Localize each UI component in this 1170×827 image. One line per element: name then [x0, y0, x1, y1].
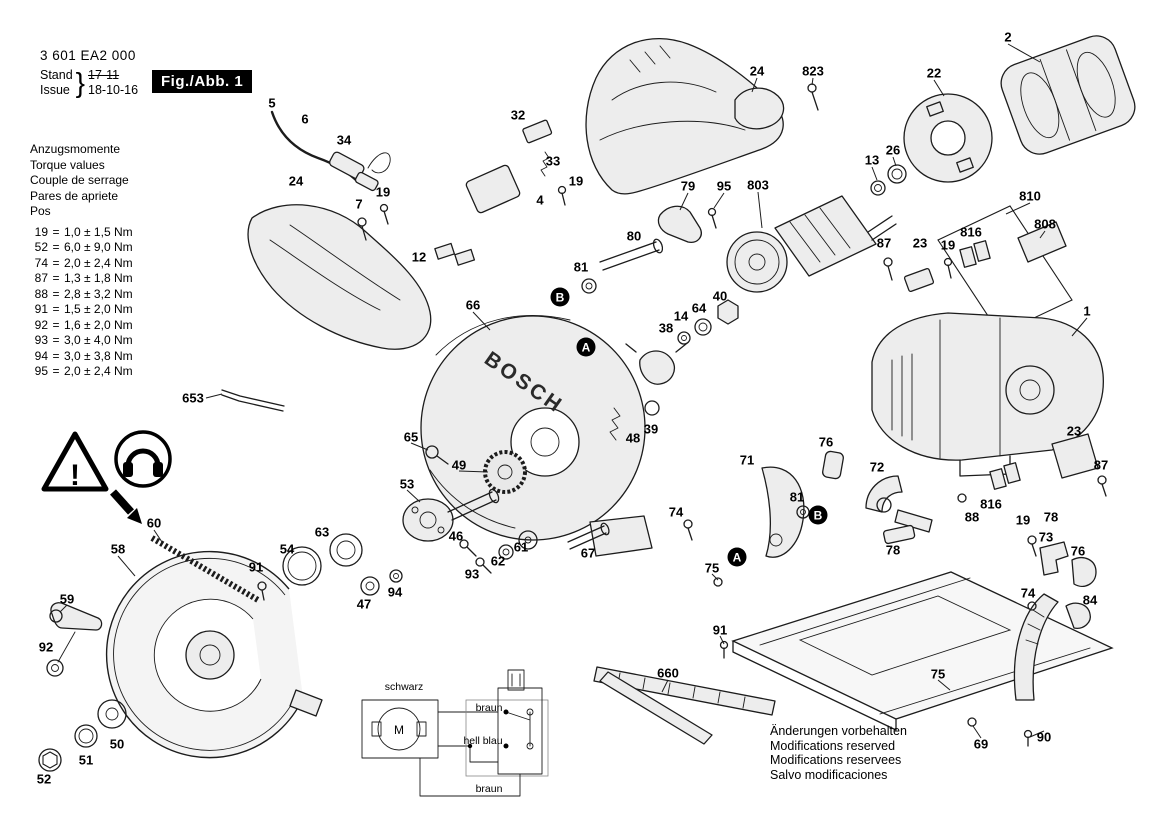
torque-title: Pares de apriete [30, 188, 119, 203]
torque-row: 95=2,0 ± 2,4 Nm [34, 364, 133, 378]
torque-row: 87=1,3 ± 1,8 Nm [34, 271, 133, 285]
power-cord-group [270, 110, 391, 192]
torque-row: 52=6,0 ± 9,0 Nm [34, 240, 133, 254]
bearing-flange [903, 93, 993, 183]
top-handle-housing [585, 37, 819, 195]
torque-row: 19=1,0 ± 1,5 Nm [34, 224, 133, 239]
torque-row: 88=2,8 ± 3,2 Nm [34, 286, 133, 301]
title-block: 3 601 EA2 000 Stand Issue } 17-11 18-10-… [40, 48, 138, 98]
figure-label: Fig./Abb. 1 [152, 70, 253, 93]
armature [726, 164, 907, 293]
motor-housing [871, 205, 1107, 587]
torque-row: 74=2,0 ± 2,4 Nm [34, 255, 133, 270]
footer-note: Modifications reserved [770, 738, 896, 753]
blade-bolt-stack [581, 205, 739, 441]
footer-note: Modifications reservees [770, 753, 902, 767]
guard-hardware [38, 389, 285, 772]
brace-glyph: } [75, 67, 86, 98]
torque-title: Couple de serrage [30, 173, 129, 187]
stand-value: 17-11 [88, 68, 120, 82]
motor-symbol: M [394, 723, 404, 737]
issue-label: Issue [40, 83, 70, 97]
switch-group [465, 119, 567, 214]
base-plate [719, 571, 1114, 747]
spindle-group [257, 445, 610, 601]
rip-fence [593, 666, 776, 745]
footer-note: Salvo modificaciones [770, 767, 888, 782]
stand-label: Stand [40, 68, 73, 82]
ear-protection-icon [114, 430, 172, 488]
torque-title: Anzugsmomente [30, 142, 121, 156]
torque-row: 93=3,0 ± 4,0 Nm [34, 333, 133, 347]
warning-triangle-icon: ! [41, 431, 109, 492]
pos-label: Pos [30, 204, 51, 218]
upper-blade-guard: BOSCH [420, 315, 653, 557]
pointer-arrow-icon [110, 489, 142, 524]
part-number: 3 601 EA2 000 [40, 48, 136, 63]
lower-blade-guard [105, 535, 323, 759]
leader-lines [59, 43, 1088, 739]
footer-note: Änderungen vorbehalten [770, 724, 907, 738]
torque-row: 91=1,5 ± 2,0 Nm [34, 302, 133, 316]
stator [1000, 35, 1136, 155]
guide-lever-group [683, 450, 933, 587]
left-handle [247, 203, 476, 350]
torque-row: 92=1,6 ± 2,0 Nm [34, 317, 133, 332]
wiring-schematic: M [361, 669, 549, 797]
torque-title: Torque values [30, 157, 105, 172]
torque-row: 94=3,0 ± 3,8 Nm [34, 348, 133, 363]
issue-value: 18-10-16 [88, 83, 139, 97]
svg-text:!: ! [70, 459, 80, 492]
